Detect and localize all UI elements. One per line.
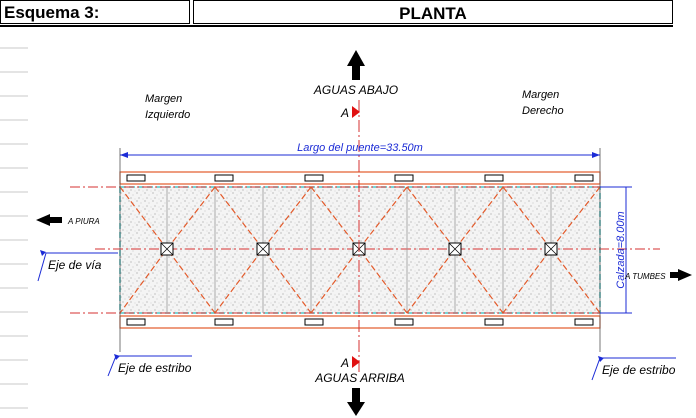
top-beam [119, 171, 601, 185]
roadway-width-label: Calzada=8.00m [615, 211, 627, 288]
abutment-left-arrow-icon [114, 354, 120, 360]
abutment-axis-left-label: Eje de estribo [118, 361, 192, 375]
bottom-beam [119, 315, 601, 329]
arrow-down-icon [347, 388, 365, 416]
direction-bottom-label: AGUAS ARRIBA [314, 371, 405, 385]
row-ticks [0, 47, 28, 409]
dim-arrow-left-icon [120, 152, 128, 158]
margin-left-line2: Izquierdo [145, 109, 190, 121]
direction-top-label: AGUAS ABAJO [313, 83, 398, 97]
axis-label: Eje de vía [48, 258, 102, 272]
arrow-up-icon [347, 50, 365, 80]
arrow-left-icon [36, 214, 62, 226]
axis-leader-arrow-icon [40, 250, 46, 256]
to-right-label: A TUMBES [624, 272, 666, 281]
longitudinal-axes [70, 186, 660, 314]
node-crosses [160, 242, 558, 256]
width-dimension [600, 186, 632, 314]
beam-blocks [126, 174, 594, 326]
axis-label-leader [37, 252, 118, 282]
abutment-right-arrow-icon [598, 356, 604, 362]
margin-right-line1: Margen [522, 89, 559, 101]
scheme-label: Esquema 3: [0, 0, 190, 24]
margin-right-line2: Derecho [522, 105, 564, 117]
bridge-length-label: Largo del puente=33.50m [297, 142, 423, 154]
section-mark-bottom: A [340, 356, 349, 370]
section-arrow-top-icon [352, 106, 360, 118]
header-divider [0, 25, 673, 27]
section-mark-top: A [340, 106, 349, 120]
abutment-axis-right-label: Eje de estribo [602, 363, 676, 377]
dim-arrow-right-icon [592, 152, 600, 158]
margin-left-line1: Margen [145, 93, 182, 105]
section-arrow-bottom-icon [352, 356, 360, 368]
to-left-label: A PIURA [67, 217, 100, 226]
arrow-right-icon [670, 269, 692, 281]
page-title: PLANTA [193, 0, 673, 24]
